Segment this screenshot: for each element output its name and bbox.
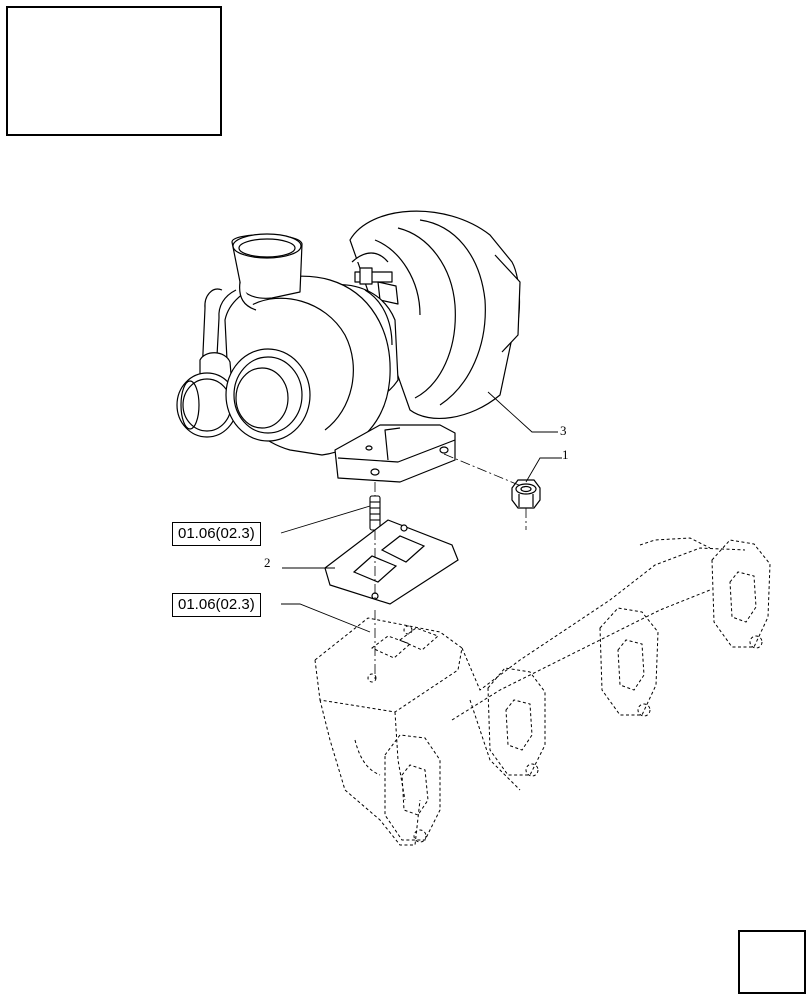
callout-number-1: 1 [562,447,569,462]
stud-bolt [369,495,381,531]
callout-leader-lines [280,391,562,633]
exhaust-manifold [314,537,771,846]
next-page-button[interactable] [738,930,806,994]
gasket-part-2 [324,519,459,605]
turbocharger-part-3 [176,210,521,483]
reference-box-stud[interactable]: 01.06(02.3) [172,522,261,546]
thumbnail-frame [6,6,222,136]
callout-number-3: 3 [560,423,567,438]
hex-nut-part-1 [511,479,541,509]
callout-number-2: 2 [264,555,271,570]
reference-box-manifold[interactable]: 01.06(02.3) [172,593,261,617]
assembly-centerlines [374,453,527,680]
